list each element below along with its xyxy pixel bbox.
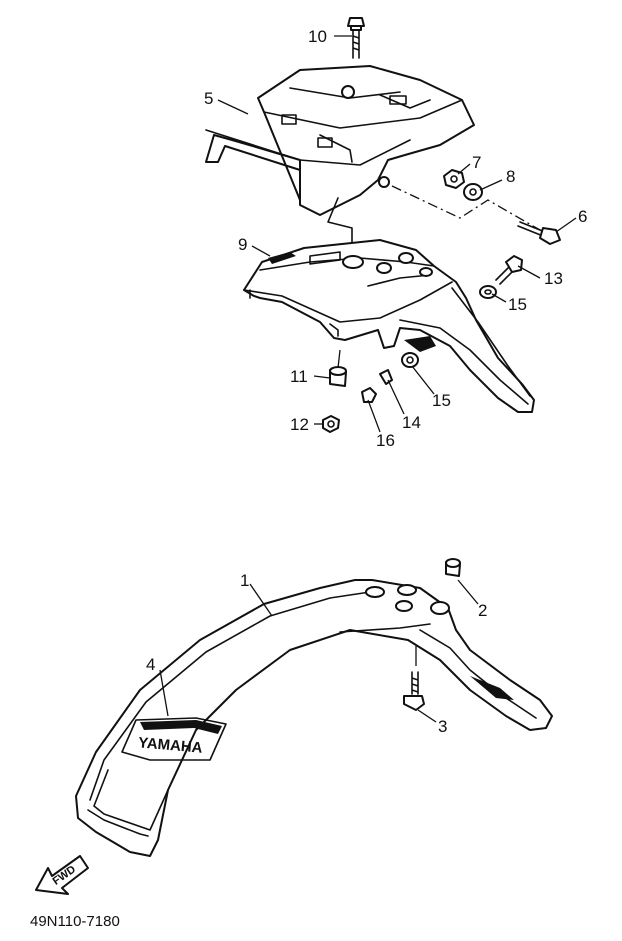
callout-3: 3 <box>438 717 447 736</box>
callout-14: 14 <box>402 413 421 432</box>
nut-part-16 <box>361 387 377 403</box>
leader-lines <box>159 35 577 723</box>
callout-10: 10 <box>308 27 327 46</box>
nut-part-12 <box>322 415 340 433</box>
callout-labels: 10 5 7 8 6 9 13 15 11 15 14 12 16 1 2 4 … <box>146 27 587 736</box>
forward-direction-arrow: FWD <box>35 855 89 895</box>
callout-7: 7 <box>472 153 481 172</box>
collar-part-15-upper <box>479 285 497 299</box>
callout-8: 8 <box>506 167 515 186</box>
callout-12: 12 <box>290 415 309 434</box>
bolt-part-10 <box>347 17 365 59</box>
collar-part-2 <box>445 558 461 577</box>
bolt-part-13 <box>495 255 523 285</box>
callout-15-upper: 15 <box>508 295 527 314</box>
front-fender-part-1 <box>75 579 553 857</box>
clip-part-14 <box>379 369 393 385</box>
callout-5: 5 <box>204 89 213 108</box>
tail-cover-part-5 <box>205 65 475 216</box>
collar-part-15-lower <box>401 352 419 368</box>
bolt-part-3 <box>403 671 425 711</box>
washer-part-8 <box>463 183 483 201</box>
nut-part-7 <box>443 169 465 189</box>
yamaha-decal-part-4: YAMAHA <box>121 717 227 761</box>
callout-2: 2 <box>478 601 487 620</box>
diagram-code: 49N110-7180 <box>30 913 120 930</box>
callout-15-lower: 15 <box>432 391 451 410</box>
callout-11: 11 <box>290 367 308 386</box>
callout-13: 13 <box>544 269 563 288</box>
callout-6: 6 <box>578 207 587 226</box>
callout-4: 4 <box>146 655 155 674</box>
callout-16: 16 <box>376 431 395 450</box>
rear-fender-part-9 <box>243 239 535 413</box>
decal-text: YAMAHA <box>138 734 204 757</box>
callout-1: 1 <box>240 571 249 590</box>
bolt-part-6 <box>517 221 561 245</box>
damper-part-11 <box>329 366 347 387</box>
callout-9: 9 <box>238 235 247 254</box>
